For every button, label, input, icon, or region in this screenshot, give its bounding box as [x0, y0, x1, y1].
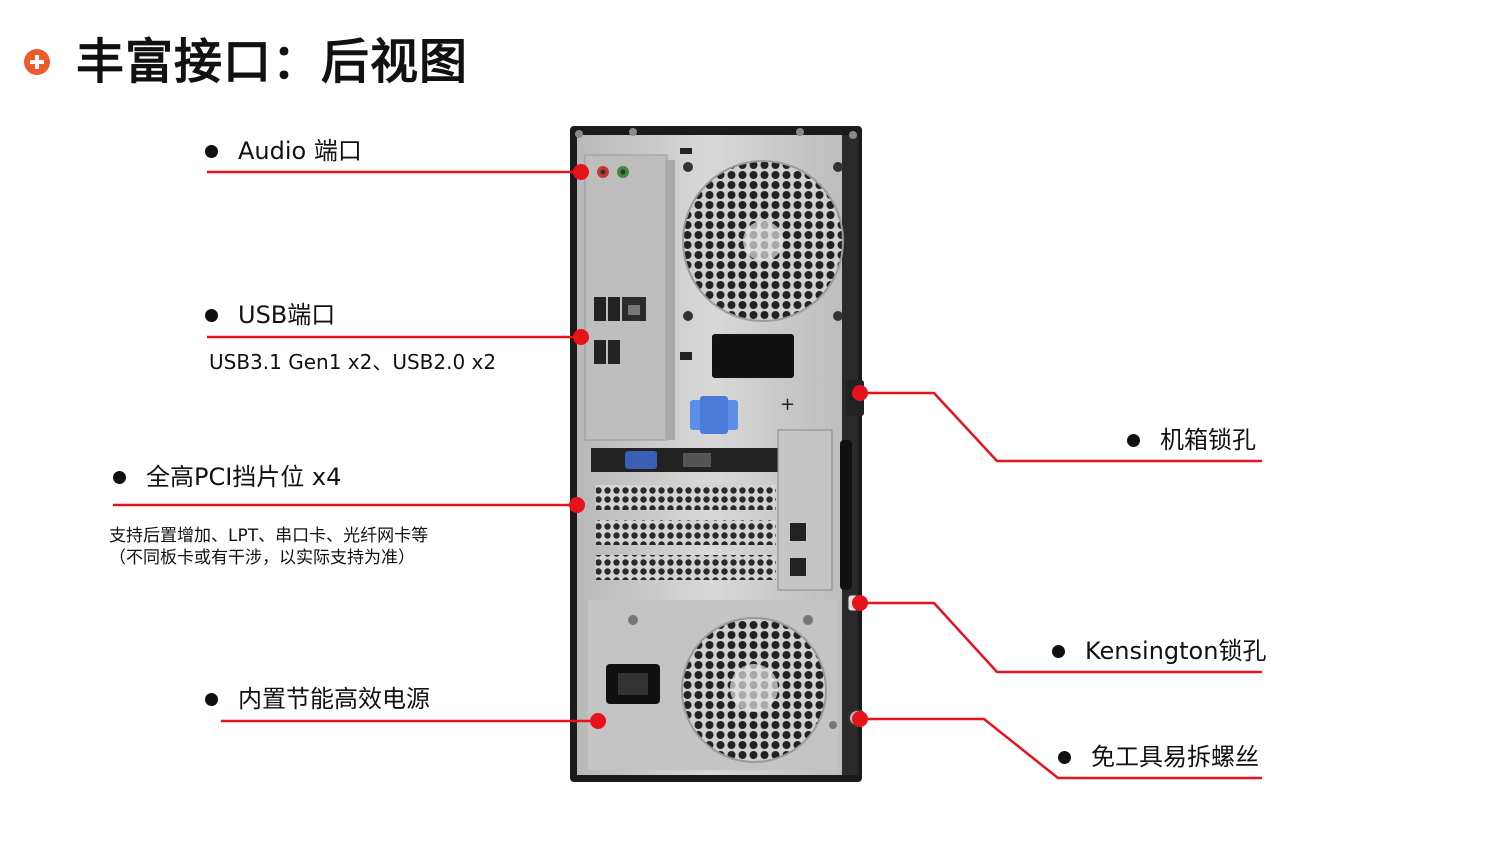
- pci-label: 全高PCI挡片位 x4: [146, 463, 342, 491]
- pci-slots: [591, 429, 833, 591]
- usb-label: USB端口: [238, 301, 336, 329]
- bullet-icon: [113, 470, 126, 484]
- audio-callout-dot: [573, 164, 589, 180]
- audio-callout: Audio 端口: [205, 136, 362, 166]
- title-row: [24, 30, 50, 94]
- kensington-callout-line: [860, 601, 1262, 674]
- screw-callout-line: [860, 717, 1262, 780]
- pci-sublabel-2: （不同板卡或有干涉，以实际支持为准）: [109, 548, 415, 568]
- power-supply: [588, 600, 866, 770]
- top-fan-grille: [680, 148, 844, 322]
- bullet-icon: [205, 308, 218, 322]
- psu-callout: 内置节能高效电源: [205, 684, 430, 714]
- bullet-icon: [205, 692, 218, 706]
- kensington-label: Kensington锁孔: [1085, 637, 1267, 665]
- screw-callout: 免工具易拆螺丝: [1058, 742, 1259, 772]
- screw-label: 免工具易拆螺丝: [1091, 743, 1259, 771]
- usb-callout-dot: [573, 329, 589, 345]
- chassis-lock-callout-line: [860, 391, 1262, 463]
- kensington-callout: Kensington锁孔: [1052, 636, 1266, 666]
- chassis-lock-callout-dot: [852, 385, 868, 401]
- page-title: 丰富接口：后视图: [76, 34, 469, 90]
- chassis-lock-callout: 机箱锁孔: [1127, 425, 1256, 455]
- usb-callout: USB端口: [205, 300, 335, 330]
- rear-module: +: [680, 334, 795, 434]
- screw-callout-dot: [852, 711, 868, 727]
- psu-callout-dot: [590, 713, 606, 729]
- bullet-icon: [1052, 644, 1065, 658]
- callout-lines: [113, 170, 1262, 780]
- plus-circle-icon: [24, 49, 50, 75]
- bullet-icon: [205, 144, 218, 158]
- ethernet-port: [622, 297, 646, 321]
- pci-sublabel-1: 支持后置增加、LPT、串口卡、光纤网卡等: [109, 526, 429, 546]
- pci-callout-dot: [569, 497, 585, 513]
- chassis-lock-label: 机箱锁孔: [1160, 426, 1256, 454]
- svg-text:+: +: [780, 394, 795, 415]
- psu-label: 内置节能高效电源: [238, 685, 430, 713]
- audio-jacks: [597, 166, 629, 178]
- audio-label: Audio 端口: [238, 137, 362, 165]
- kensington-callout-dot: [852, 595, 868, 611]
- bullet-icon: [1058, 750, 1071, 764]
- callout-dots: [569, 164, 868, 729]
- bullet-icon: [1127, 433, 1140, 447]
- pci-callout: 全高PCI挡片位 x4: [113, 462, 341, 492]
- usb-sublabel: USB3.1 Gen1 x2、USB2.0 x2: [209, 350, 497, 374]
- usb-ports: [594, 297, 620, 364]
